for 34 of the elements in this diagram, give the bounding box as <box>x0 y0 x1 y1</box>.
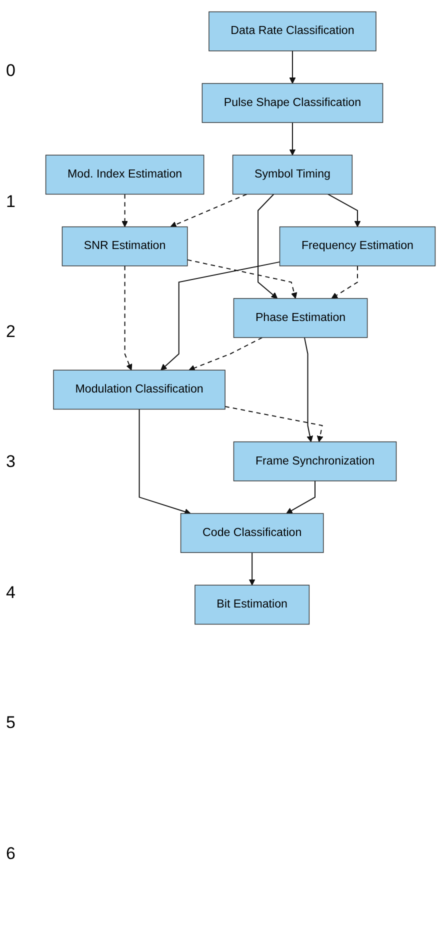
row-number: 5 <box>6 713 16 734</box>
arrow <box>170 194 247 228</box>
row-number: 3 <box>6 452 16 472</box>
arrow <box>124 266 132 370</box>
node-box: SNR Estimation <box>62 226 188 266</box>
arrow <box>328 194 361 228</box>
node-box: Symbol Timing <box>232 154 353 195</box>
node-box: Mod. Index Estimation <box>45 154 204 195</box>
row-number: 1 <box>6 192 16 212</box>
node-box: Modulation Classification <box>53 370 226 410</box>
arrow <box>224 406 324 442</box>
arrow <box>258 194 278 299</box>
arrow <box>304 337 314 442</box>
arrow <box>122 194 128 228</box>
row-number: 2 <box>6 322 16 342</box>
arrow <box>289 122 296 156</box>
arrow <box>289 50 296 84</box>
row-number: 4 <box>6 582 16 603</box>
row-number: 0 <box>6 61 16 82</box>
node-box: Bit Estimation <box>194 584 310 625</box>
arrow <box>160 261 280 370</box>
node-box: Frequency Estimation <box>279 226 436 266</box>
node-box: Pulse Shape Classification <box>202 83 384 123</box>
node-box: Phase Estimation <box>233 298 368 338</box>
arrow <box>188 337 262 371</box>
node-box: Data Rate Classification <box>208 11 376 52</box>
row-number: 6 <box>6 844 16 864</box>
node-box: Frame Synchronization <box>233 441 397 482</box>
node-box: Code Classification <box>180 513 324 553</box>
arrow <box>331 266 358 299</box>
arrow <box>286 480 316 514</box>
arrow <box>187 259 298 299</box>
arrow <box>138 409 191 515</box>
arrow <box>248 552 256 586</box>
